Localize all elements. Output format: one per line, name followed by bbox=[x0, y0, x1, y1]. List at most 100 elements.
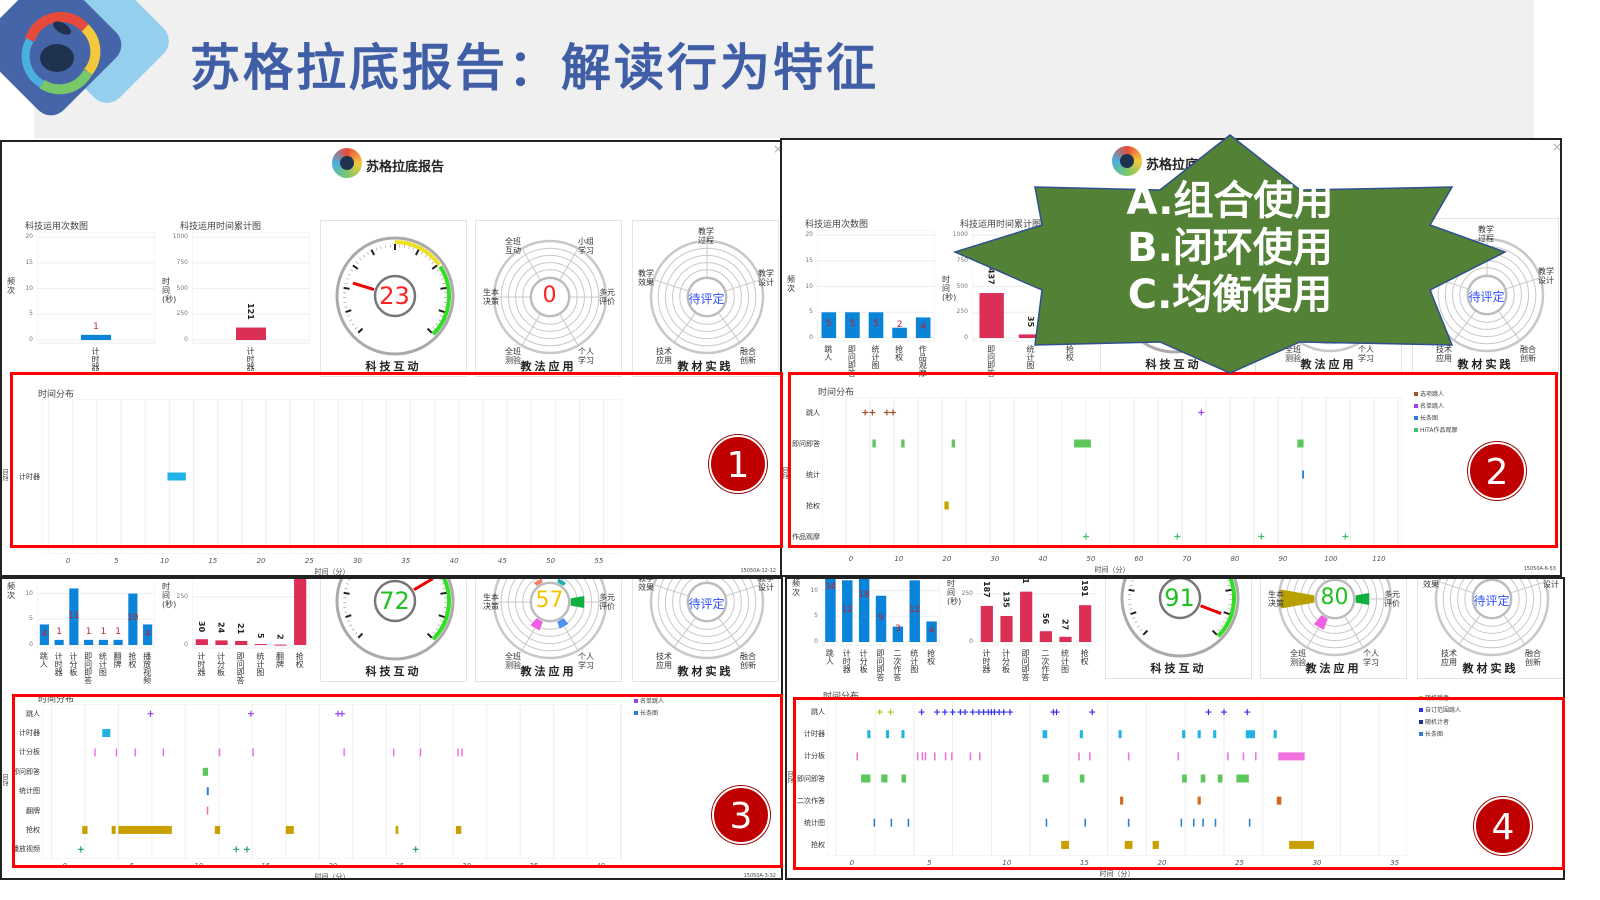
x-tick: 40 bbox=[596, 862, 606, 870]
timeline-event bbox=[1213, 730, 1217, 739]
x-axis-label: 时间（分） bbox=[314, 568, 350, 576]
bar bbox=[81, 334, 111, 340]
bar bbox=[235, 640, 248, 645]
radar-segment bbox=[530, 618, 543, 631]
radar-axis-label: 技术应用 bbox=[656, 347, 672, 365]
timeline-event bbox=[218, 748, 221, 757]
timeline-event bbox=[872, 439, 876, 448]
bar-value-label: 135 bbox=[1001, 590, 1011, 608]
time_chart-plot bbox=[977, 579, 1095, 646]
x-tick: 80 bbox=[1230, 555, 1240, 563]
radar-axis-label: 全班互动 bbox=[505, 237, 521, 255]
x-tick: 10 bbox=[160, 557, 169, 565]
y-tick: 15 bbox=[805, 256, 813, 264]
bar bbox=[113, 639, 123, 645]
timeline-event bbox=[395, 825, 399, 834]
legend-label: 随机跳者 bbox=[1425, 695, 1450, 702]
bar bbox=[909, 580, 920, 642]
category-label: 播放视频 bbox=[142, 652, 152, 684]
radar-axis-label: 教学设计 bbox=[1543, 579, 1559, 589]
timeline-plot bbox=[42, 399, 622, 554]
bar bbox=[294, 579, 307, 645]
legend-item: 自订范围跳人 bbox=[1419, 705, 1461, 717]
timeline-event bbox=[1152, 840, 1159, 849]
timeline-y-label: 科目 bbox=[3, 468, 10, 481]
timeline-event bbox=[1074, 439, 1091, 448]
x-tick: 30 bbox=[462, 862, 472, 870]
radar-axis-label: 技术应用 bbox=[656, 652, 672, 670]
timeline-event bbox=[392, 748, 395, 757]
y-axis-label: 频次 bbox=[787, 275, 795, 293]
category-label: 即问即答 bbox=[236, 652, 246, 684]
bar-value-label: 12 bbox=[841, 605, 853, 616]
y-axis-label: 时间(秒) bbox=[942, 275, 957, 302]
gauge-title: 科技互动 bbox=[365, 665, 422, 678]
timeline-event bbox=[1127, 752, 1130, 761]
radar-axis-label: 生本决策 bbox=[483, 288, 499, 306]
bar-value-label: 24 bbox=[216, 622, 226, 634]
x-tick: 35 bbox=[529, 862, 539, 870]
x-tick: 10 bbox=[1002, 859, 1012, 867]
bar bbox=[1039, 631, 1052, 642]
report-window-4: 苏格拉底报告×科技运用次数图频次0510152034跳人12计时器18计分板9即… bbox=[785, 577, 1565, 880]
timeline-event bbox=[924, 752, 927, 761]
category-label: 抢权 bbox=[926, 649, 936, 665]
y-tick: 250 bbox=[176, 310, 188, 318]
bar bbox=[892, 626, 904, 642]
timeline-event bbox=[901, 439, 905, 448]
timeline-event bbox=[1177, 752, 1180, 761]
bar-value-label: 5 bbox=[825, 319, 832, 330]
x-tick: 5 bbox=[114, 557, 119, 565]
timeline-event bbox=[419, 748, 422, 757]
timeline-title: 时间分布 bbox=[38, 695, 75, 705]
report-title: 苏格拉底报告 bbox=[366, 160, 445, 175]
bar bbox=[254, 644, 267, 646]
gauge-value: 72 bbox=[379, 587, 410, 615]
timeline-event bbox=[167, 472, 186, 481]
category-label: 计时器 bbox=[54, 652, 64, 676]
x-tick: 15 bbox=[1079, 859, 1089, 867]
timeline-y-label: 科目 bbox=[783, 466, 790, 479]
radar-segment bbox=[1313, 615, 1328, 630]
category-label: 计时器 bbox=[981, 649, 991, 673]
gauge-needle bbox=[1200, 604, 1222, 615]
timeline-event bbox=[111, 825, 116, 834]
x-tick: 90 bbox=[1278, 555, 1288, 563]
radar-segment bbox=[1280, 589, 1315, 609]
timeline-marker bbox=[969, 709, 976, 716]
report-id: 15050A-3-32 bbox=[743, 873, 776, 879]
category-label: 统计图 bbox=[1060, 649, 1070, 673]
timeline-event bbox=[1242, 752, 1245, 761]
gauge-value: 23 bbox=[379, 282, 410, 310]
callout-line-b: B.闭环使用 bbox=[1127, 225, 1333, 271]
chart-title: 科技运用时间累计图 bbox=[960, 220, 1042, 230]
gauge-title: 科技互动 bbox=[1145, 358, 1202, 371]
y-tick: 0 bbox=[809, 334, 813, 341]
category-label: 计时器 bbox=[842, 649, 852, 673]
bar bbox=[84, 639, 94, 645]
bar-value-label: 4 bbox=[928, 625, 935, 636]
timeline-marker bbox=[941, 709, 948, 716]
radar-grid bbox=[649, 579, 765, 660]
number-badge: 3 bbox=[712, 786, 770, 844]
report-logo bbox=[1112, 146, 1142, 176]
timeline-marker bbox=[233, 846, 240, 853]
bar-value-label: 35 bbox=[1026, 316, 1035, 328]
close-icon[interactable]: × bbox=[773, 142, 783, 156]
close-icon[interactable]: × bbox=[1552, 140, 1562, 154]
gauge-dial bbox=[1120, 579, 1240, 658]
y-tick: 5 bbox=[29, 310, 33, 318]
category-label: 统计图 bbox=[255, 652, 265, 676]
timeline-event bbox=[206, 787, 209, 796]
timeline-event bbox=[1042, 730, 1048, 739]
page-title: 苏格拉底报告：解读行为特征 bbox=[190, 39, 879, 97]
timeline-event bbox=[1045, 818, 1048, 827]
bar bbox=[143, 624, 153, 645]
timeline-marker bbox=[1258, 533, 1265, 540]
bar bbox=[69, 588, 79, 645]
bar bbox=[845, 312, 860, 338]
